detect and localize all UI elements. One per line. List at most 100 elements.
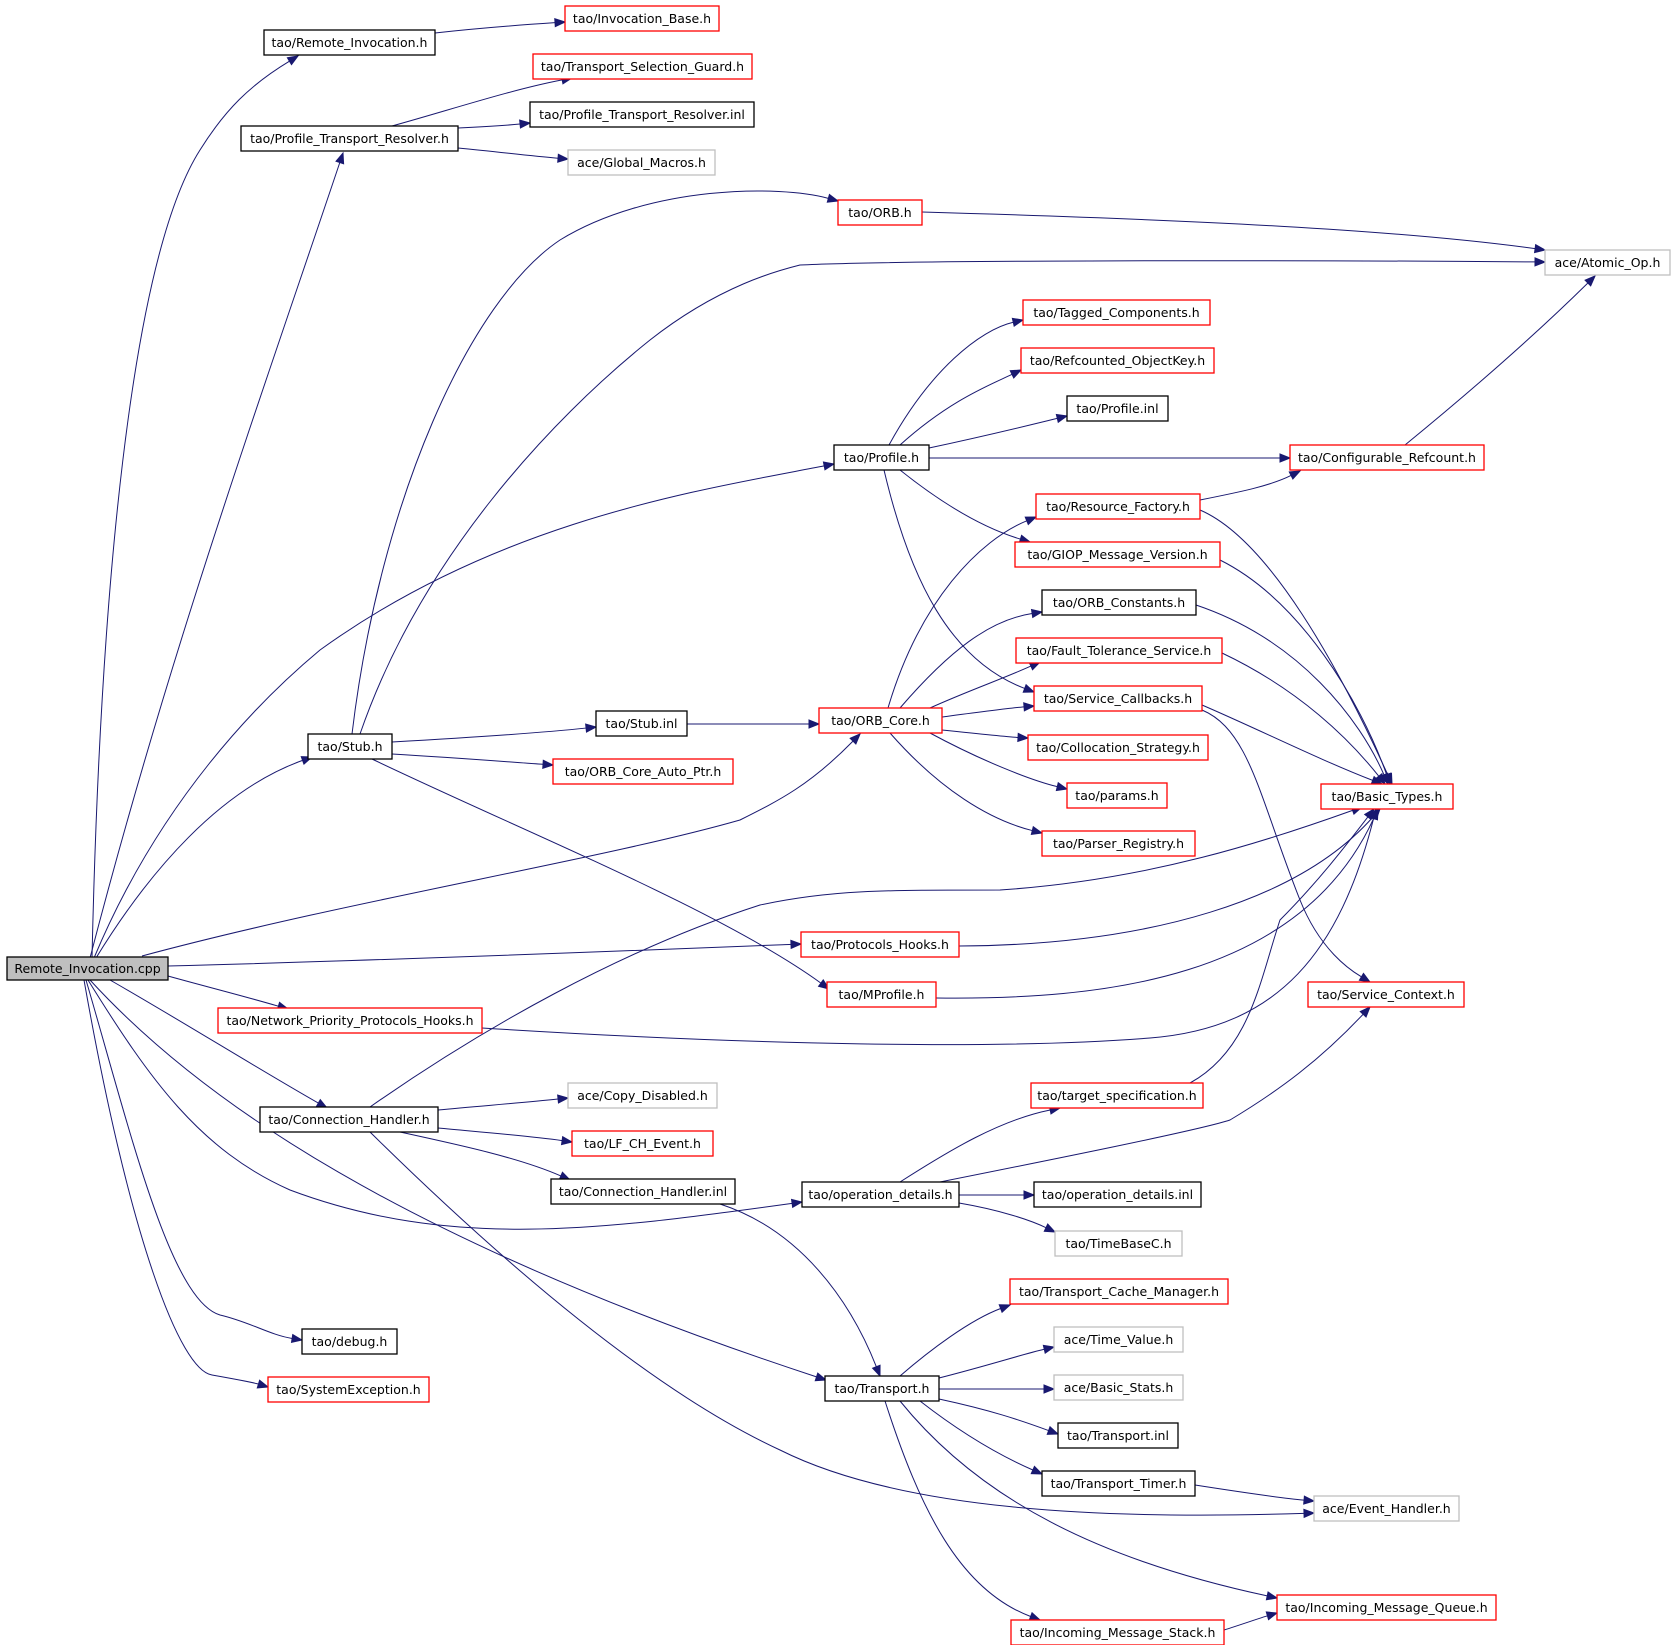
node-time-value-h: ace/Time_Value.h: [1053, 1326, 1184, 1353]
node-incoming-message-queue-h[interactable]: tao/Incoming_Message_Queue.h: [1276, 1594, 1497, 1621]
node-orb-constants-h[interactable]: tao/ORB_Constants.h: [1041, 589, 1197, 616]
node-label: tao/Stub.inl: [606, 716, 678, 731]
node-label: tao/Incoming_Message_Stack.h: [1020, 1625, 1216, 1640]
node-service-context-h[interactable]: tao/Service_Context.h: [1307, 981, 1465, 1008]
node-fault-tolerance-service-h[interactable]: tao/Fault_Tolerance_Service.h: [1015, 637, 1223, 664]
node-label: tao/Protocols_Hooks.h: [811, 937, 949, 952]
node-box: [801, 1181, 960, 1208]
node-network-priority-protocols-hooks-h[interactable]: tao/Network_Priority_Protocols_Hooks.h: [217, 1007, 483, 1034]
node-basic-stats-h: ace/Basic_Stats.h: [1053, 1374, 1184, 1401]
node-stub-h[interactable]: tao/Stub.h: [307, 733, 393, 760]
edge-line: [919, 1400, 1034, 1471]
node-transport-inl[interactable]: tao/Transport.inl: [1057, 1422, 1179, 1449]
node-profile-transport-resolver-h[interactable]: tao/Profile_Transport_Resolver.h: [240, 125, 459, 152]
node-transport-timer-h[interactable]: tao/Transport_Timer.h: [1041, 1470, 1196, 1497]
arrowhead: [1303, 1508, 1316, 1519]
edge-operation-details-h-to-service-context-h: [939, 1006, 1371, 1183]
node-basic-types-h[interactable]: tao/Basic_Types.h: [1320, 783, 1454, 810]
node-refcounted-objectkey-h[interactable]: tao/Refcounted_ObjectKey.h: [1020, 347, 1215, 374]
node-orb-h[interactable]: tao/ORB.h: [837, 199, 923, 226]
arrowhead: [814, 1372, 828, 1382]
node-profile-transport-resolver-inl[interactable]: tao/Profile_Transport_Resolver.inl: [529, 101, 755, 128]
node-protocols-hooks-h[interactable]: tao/Protocols_Hooks.h: [800, 931, 960, 958]
node-connection-handler-h[interactable]: tao/Connection_Handler.h: [259, 1106, 439, 1133]
node-label: tao/Remote_Invocation.h: [272, 35, 428, 50]
node-operation-details-inl[interactable]: tao/operation_details.inl: [1033, 1181, 1202, 1208]
node-box: [1041, 830, 1196, 857]
node-params-h[interactable]: tao/params.h: [1066, 782, 1168, 809]
node-target-specification-h[interactable]: tao/target_specification.h: [1030, 1082, 1204, 1109]
node-label: tao/ORB_Constants.h: [1053, 595, 1185, 610]
arrowhead: [1028, 1611, 1042, 1621]
node-label: tao/ORB_Core_Auto_Ptr.h: [565, 764, 722, 779]
arrowhead: [286, 55, 300, 66]
arrowhead: [290, 1333, 304, 1344]
arrowhead: [1358, 972, 1372, 983]
edge-line: [941, 706, 1025, 718]
node-box: [1066, 782, 1168, 809]
edge-transport-h-to-time-value-h: [938, 1344, 1056, 1379]
edge-line: [958, 1202, 1047, 1229]
node-remote-invocation-h[interactable]: tao/Remote_Invocation.h: [263, 29, 436, 56]
edge-line: [1221, 652, 1380, 777]
node-parser-registry-h[interactable]: tao/Parser_Registry.h: [1041, 830, 1196, 857]
edge-profile-h-to-service-callbacks-h: [883, 469, 1036, 693]
edge-orb-core-h-to-fault-tolerance-service-h: [929, 661, 1042, 709]
node-box: [1307, 981, 1465, 1008]
node-profile-inl[interactable]: tao/Profile.inl: [1066, 395, 1169, 422]
node-incoming-message-stack-h[interactable]: tao/Incoming_Message_Stack.h: [1010, 1619, 1225, 1645]
node-operation-details-h[interactable]: tao/operation_details.h: [801, 1181, 960, 1208]
node-stub-inl[interactable]: tao/Stub.inl: [595, 710, 688, 737]
node-box: [1020, 347, 1215, 374]
node-box: [532, 53, 753, 80]
node-invocation-base-h[interactable]: tao/Invocation_Base.h: [564, 5, 720, 32]
node-root: Remote_Invocation.cpp: [6, 956, 169, 981]
node-service-callbacks-h[interactable]: tao/Service_Callbacks.h: [1033, 685, 1203, 712]
node-tagged-components-h[interactable]: tao/Tagged_Components.h: [1022, 299, 1211, 326]
node-box: [1054, 1230, 1183, 1257]
node-transport-cache-manager-h[interactable]: tao/Transport_Cache_Manager.h: [1009, 1278, 1229, 1305]
arrowhead: [1030, 608, 1044, 619]
node-giop-message-version-h[interactable]: tao/GIOP_Message_Version.h: [1014, 541, 1221, 568]
node-mprofile-h[interactable]: tao/MProfile.h: [826, 981, 937, 1008]
edge-line: [1404, 282, 1589, 446]
node-configurable-refcount-h[interactable]: tao/Configurable_Refcount.h: [1289, 444, 1485, 471]
node-resource-factory-h[interactable]: tao/Resource_Factory.h: [1035, 493, 1201, 520]
node-profile-h[interactable]: tao/Profile.h: [833, 444, 930, 471]
arrowhead: [1030, 1465, 1044, 1475]
arrowhead: [585, 723, 598, 733]
node-atomic-op-h: ace/Atomic_Op.h: [1544, 249, 1671, 276]
edge-line: [1201, 709, 1362, 978]
node-orb-core-auto-ptr-h[interactable]: tao/ORB_Core_Auto_Ptr.h: [552, 758, 734, 785]
arrowhead: [1534, 257, 1547, 267]
node-orb-core-h[interactable]: tao/ORB_Core.h: [818, 707, 943, 734]
arrowhead: [790, 939, 803, 950]
edge-stub-h-to-mprofile-h: [371, 758, 831, 990]
node-collocation-strategy-h[interactable]: tao/Collocation_Strategy.h: [1027, 734, 1209, 761]
edge-orb-core-h-to-collocation-strategy-h: [941, 729, 1030, 743]
edge-line: [899, 613, 1033, 709]
node-systemexception-h[interactable]: tao/SystemException.h: [267, 1376, 430, 1403]
node-debug-h[interactable]: tao/debug.h: [301, 1328, 398, 1355]
node-transport-selection-guard-h[interactable]: tao/Transport_Selection_Guard.h: [532, 53, 753, 80]
edge-root-to-orb-core-h: [141, 733, 861, 957]
node-label: tao/LF_CH_Event.h: [584, 1136, 701, 1151]
node-transport-h[interactable]: tao/Transport.h: [824, 1375, 940, 1402]
node-box: [307, 733, 393, 760]
edge-line: [391, 727, 587, 743]
arrowhead: [1011, 317, 1025, 327]
edge-line: [929, 665, 1032, 709]
node-box: [267, 1376, 430, 1403]
arrowhead: [1024, 516, 1038, 526]
edge-root-to-transport-h: [89, 979, 828, 1382]
node-box: [1289, 444, 1485, 471]
node-lf-ch-event-h[interactable]: tao/LF_CH_Event.h: [571, 1130, 714, 1157]
node-box: [595, 710, 688, 737]
node-box: [1010, 1619, 1225, 1645]
arrowhead: [1022, 683, 1036, 693]
node-label: ace/Basic_Stats.h: [1064, 1380, 1174, 1395]
edge-line: [91, 60, 290, 959]
edge-line: [899, 373, 1013, 446]
node-event-handler-h: ace/Event_Handler.h: [1313, 1495, 1460, 1522]
node-connection-handler-inl[interactable]: tao/Connection_Handler.inl: [550, 1178, 736, 1205]
